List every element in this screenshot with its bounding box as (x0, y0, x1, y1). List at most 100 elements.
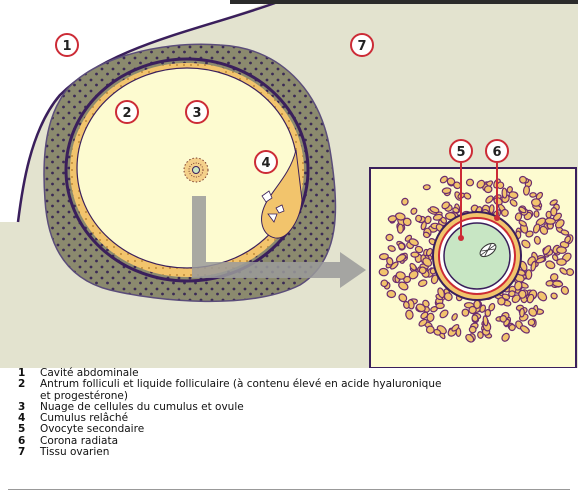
cumulus-cell (476, 179, 486, 189)
cumulus-cell (484, 309, 492, 317)
legend-number: 3 (18, 400, 26, 413)
legend-number: 5 (18, 423, 26, 436)
cumulus-cell (415, 303, 426, 313)
cumulus-cloud-small (183, 157, 209, 183)
cumulus-cell (556, 258, 567, 266)
cumulus-cell (401, 197, 409, 206)
legend-divider (8, 489, 570, 490)
cumulus-cell (451, 324, 460, 332)
cumulus-cell (410, 251, 420, 258)
leader-5-dot (458, 235, 464, 241)
cumulus-cell (519, 175, 527, 184)
callout-1[interactable]: 1 (55, 33, 79, 57)
cumulus-fragment (261, 190, 285, 223)
cumulus-cell (385, 233, 394, 242)
cumulus-cell (408, 270, 419, 280)
cumulus-cell (420, 311, 429, 320)
cumulus-cell (501, 332, 510, 342)
cumulus-cells-cloud (378, 175, 575, 343)
callout-2[interactable]: 2 (115, 100, 139, 124)
cumulus-cell (378, 267, 389, 277)
cumulus-cell (508, 323, 516, 332)
basement-membrane (64, 57, 310, 283)
cumulus-cell (437, 287, 445, 299)
cumulus-cell (488, 302, 496, 312)
cumulus-cell (560, 285, 570, 295)
cumulus-cell (461, 308, 470, 317)
cumulus-cell (501, 293, 511, 301)
cumulus-cell (397, 242, 406, 250)
secondary-oocyte (443, 222, 511, 290)
zoom-arrow[interactable] (192, 196, 366, 288)
cumulus-cell (483, 185, 493, 194)
cumulus-cell (508, 290, 516, 298)
cumulus-cell (463, 192, 472, 200)
legend-text: Cavité abdominale (40, 367, 139, 379)
cumulus-cell (525, 269, 533, 280)
cumulus-cell (539, 225, 549, 235)
cumulus-cell (387, 215, 398, 223)
cumulus-cell (422, 184, 431, 191)
callout-7[interactable]: 7 (350, 33, 374, 57)
cumulus-cell (500, 208, 509, 217)
callout-3[interactable]: 3 (185, 100, 209, 124)
legend-text: Antrum folliculi et liquide folliculaire… (40, 378, 442, 391)
cumulus-cell (441, 201, 451, 210)
callout-5[interactable]: 5 (449, 139, 473, 163)
cumulus-cell (468, 325, 477, 334)
legend-item: 6 Corona radiata (18, 434, 568, 447)
cumulus-cell (519, 307, 525, 318)
svg-text:4: 4 (261, 156, 270, 171)
cumulus-cell (386, 289, 397, 299)
cumulus-cell (402, 217, 412, 227)
cumulus-cell (525, 230, 534, 238)
cumulus-cell (514, 212, 523, 222)
callout-6[interactable]: 6 (485, 139, 509, 163)
cumulus-cell (405, 309, 414, 320)
cumulus-cell (471, 314, 479, 323)
cumulus-cell (378, 253, 389, 261)
cumulus-cell (398, 293, 408, 303)
cumulus-cell (514, 280, 523, 291)
cumulus-cell (435, 302, 445, 310)
cumulus-cell (386, 257, 394, 266)
legend-text: Cumulus relâché (40, 412, 129, 425)
cumulus-cell (488, 204, 495, 214)
cumulus-cell (465, 178, 475, 187)
cumulus-cell (530, 198, 541, 207)
cumulus-cell (549, 199, 558, 206)
cumulus-cell (528, 307, 538, 317)
cumulus-cell (537, 291, 548, 302)
cumulus-cell (465, 333, 475, 343)
cumulus-cell (497, 297, 506, 306)
cumulus-cell (468, 305, 477, 315)
legend-number: 7 (18, 446, 26, 459)
cumulus-cell (506, 186, 513, 194)
top-strip (230, 0, 578, 4)
cumulus-cell (422, 231, 431, 239)
cumulus-cell (403, 301, 410, 309)
cumulus-cell (409, 262, 417, 271)
callout-4[interactable]: 4 (254, 150, 278, 174)
legend-text: Corona radiata (40, 434, 119, 447)
cumulus-cell (417, 279, 428, 288)
cumulus-cell (395, 253, 407, 263)
cumulus-cell (422, 257, 433, 267)
svg-text:7: 7 (357, 39, 366, 54)
cumulus-cell (429, 206, 440, 214)
cumulus-cell (485, 195, 494, 204)
leader-6-dot (494, 215, 500, 221)
cumulus-cell (554, 219, 565, 229)
cumulus-cell (395, 271, 406, 280)
cumulus-cell (550, 207, 558, 217)
cumulus-cell (418, 318, 428, 327)
legend-number: 6 (18, 434, 26, 447)
meiotic-spindle-icon (479, 242, 497, 258)
legend-text: Tissu ovarien (40, 446, 110, 459)
cumulus-cell (499, 314, 508, 323)
cumulus-cell (443, 292, 453, 302)
cumulus-cell (544, 217, 556, 225)
